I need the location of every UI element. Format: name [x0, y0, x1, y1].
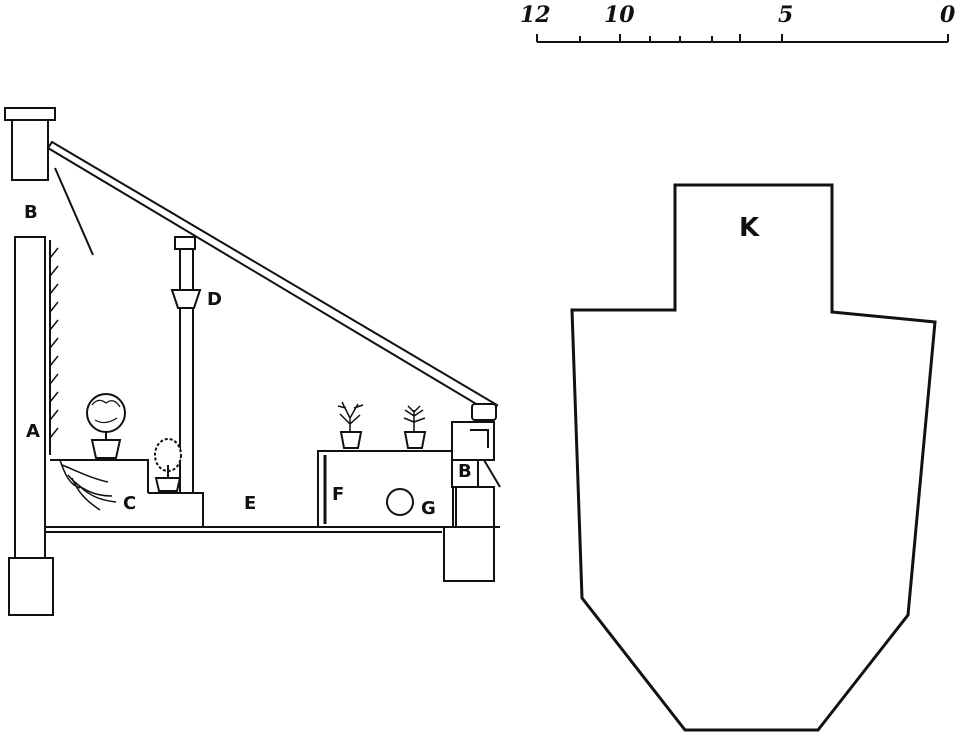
- label-E: E: [244, 493, 256, 514]
- scale-label-10: 10: [604, 2, 635, 28]
- plant-roots: [59, 459, 117, 511]
- heating-pipe-G: [386, 488, 414, 516]
- label-G: G: [421, 498, 436, 519]
- label-A: A: [26, 421, 40, 442]
- plan-outline-K: [570, 183, 937, 732]
- sloping-roof: [46, 140, 499, 416]
- potted-tree-large: [86, 393, 126, 459]
- plan-label-K: K: [739, 213, 760, 243]
- scale-bar: [536, 34, 949, 43]
- front-wall-shutter: [483, 459, 501, 488]
- scale-label-5: 5: [778, 2, 793, 28]
- chimney-top: [11, 119, 49, 181]
- greenhouse-section: [4, 107, 501, 616]
- back-wall-footing: [8, 557, 54, 616]
- label-B-front: B: [458, 461, 472, 482]
- front-wall-vent: [470, 429, 489, 448]
- front-bench-F: [317, 450, 454, 528]
- front-wall-B: [451, 459, 479, 488]
- potted-plant-bench-1: [337, 401, 364, 449]
- roof-gutter: [471, 403, 497, 421]
- label-C: C: [123, 493, 136, 514]
- front-wall-footing: [443, 526, 495, 582]
- shelf-C: [50, 459, 149, 493]
- back-wall-A: [14, 236, 46, 563]
- label-B-top: B: [24, 202, 38, 223]
- hanging-pot-D: [170, 289, 202, 309]
- column-cap: [174, 236, 196, 250]
- wall-hatching: [49, 247, 59, 439]
- step-C: [148, 492, 204, 527]
- scale-label-12: 12: [520, 2, 551, 28]
- potted-plant-bench-2: [403, 405, 427, 449]
- potted-plant-small: [154, 438, 182, 492]
- pointer-line-B: [54, 167, 94, 256]
- label-F: F: [332, 484, 344, 505]
- chimney-cap: [4, 107, 56, 121]
- scale-label-0: 0: [940, 2, 956, 28]
- label-D: D: [207, 289, 222, 310]
- front-wall-lower: [455, 486, 495, 533]
